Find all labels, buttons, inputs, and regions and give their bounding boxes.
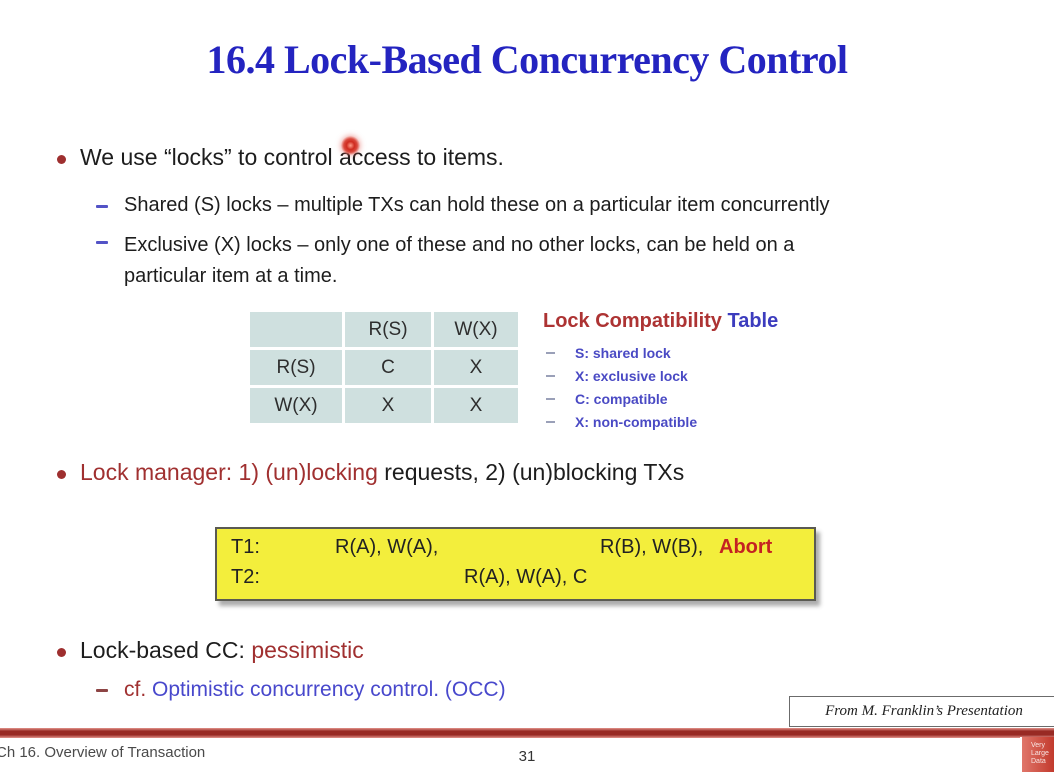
legend-item: X: exclusive lock — [546, 364, 697, 387]
matrix-header-cell: W(X) — [434, 312, 518, 347]
compatibility-table-caption: Lock Compatibility Table — [543, 310, 778, 333]
legend-item-text: C: compatible — [575, 390, 668, 407]
bullet2-black-part: requests, 2) (un)blocking TXs — [377, 459, 685, 485]
caption-part-red: Lock Compatibility — [543, 310, 722, 332]
t1-operations-2: R(B), W(B), — [600, 536, 704, 558]
legend-dash-icon — [546, 420, 555, 423]
sub-bullet-dash-icon — [96, 205, 108, 208]
bullet1-sub2-line2: particular item at a time. — [124, 265, 338, 287]
legend-item: S: shared lock — [546, 341, 697, 364]
legend-dash-icon — [546, 397, 555, 400]
legend-item: C: compatible — [546, 387, 697, 410]
bullet3-text: Lock-based CC: pessimistic — [80, 637, 364, 664]
page-number: 31 — [518, 748, 536, 765]
slide-title: 16.4 Lock-Based Concurrency Control — [206, 37, 848, 82]
bullet2-red-part: Lock manager: 1) (un)locking — [80, 459, 378, 485]
bullet1-sub2-line1: Exclusive (X) locks – only one of these … — [124, 234, 795, 256]
bullet-icon — [57, 155, 66, 164]
occ-text: Optimistic concurrency control. (OCC) — [146, 678, 506, 701]
legend-dash-icon — [546, 351, 555, 354]
compatibility-legend: S: shared lock X: exclusive lock C: comp… — [546, 341, 697, 433]
badge-line: Very — [1031, 742, 1046, 749]
attribution-text: From M. Franklin’s Presentation — [825, 703, 1023, 719]
bullet2-text: Lock manager: 1) (un)locking requests, 2… — [80, 459, 684, 486]
sub-bullet-dash-icon — [96, 241, 108, 244]
matrix-value-cell: X — [345, 388, 431, 423]
matrix-row-header: W(X) — [250, 388, 342, 423]
badge-line: Data — [1031, 758, 1046, 765]
cf-label: cf. — [124, 678, 147, 701]
footer-divider-line — [0, 728, 1054, 738]
bullet3-sub-text: cf. Optimistic concurrency control. (OCC… — [124, 678, 506, 702]
laser-pointer-icon — [341, 136, 360, 155]
bullet1-text: We use “locks” to control access to item… — [80, 144, 504, 170]
t2-label: T2: — [231, 566, 260, 588]
t2-operations: R(A), W(A), C — [464, 566, 588, 588]
legend-item-text: X: non-compatible — [575, 413, 698, 430]
badge-line: Large — [1031, 750, 1049, 757]
bullet1-sub2-text: Exclusive (X) locks – only one of these … — [124, 230, 794, 292]
matrix-header-cell: R(S) — [345, 312, 431, 347]
matrix-value-cell: X — [434, 350, 518, 385]
lock-compatibility-matrix: R(S) W(X) R(S) C X W(X) X X — [250, 312, 518, 423]
sub-bullet-dash-icon — [96, 689, 108, 692]
bullet3-red-part: pessimistic — [251, 637, 364, 663]
matrix-corner-cell — [250, 312, 342, 347]
legend-item-text: X: exclusive lock — [575, 367, 688, 384]
caption-part-blue: Table — [721, 310, 779, 332]
bullet-icon — [57, 470, 66, 479]
bullet3-black-part: Lock-based CC: — [80, 637, 252, 663]
t1-label: T1: — [231, 536, 260, 558]
footer-chapter-label: Ch 16. Overview of Transaction — [0, 744, 206, 761]
transaction-schedule-box: T1: R(A), W(A), R(B), W(B), Abort T2: R(… — [215, 527, 816, 601]
bullet-icon — [57, 648, 66, 657]
attribution-box: From M. Franklin’s Presentation — [789, 696, 1054, 727]
matrix-value-cell: X — [434, 388, 518, 423]
legend-dash-icon — [546, 374, 555, 377]
vldb-logo-badge: Very Large Data — [1020, 737, 1054, 772]
matrix-value-cell: C — [345, 350, 431, 385]
matrix-row-header: R(S) — [250, 350, 342, 385]
legend-item-text: S: shared lock — [575, 344, 671, 361]
t1-abort-label: Abort — [719, 536, 773, 558]
legend-item: X: non-compatible — [546, 410, 697, 433]
t1-operations-1: R(A), W(A), — [335, 536, 439, 558]
bullet1-sub1-text: Shared (S) locks – multiple TXs can hold… — [124, 194, 830, 216]
